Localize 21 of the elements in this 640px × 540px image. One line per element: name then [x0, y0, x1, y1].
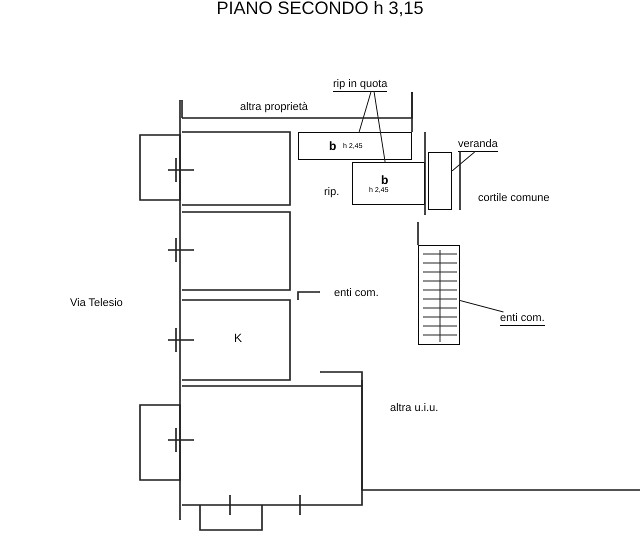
callout-text: rip in quota [333, 78, 388, 92]
area-label: cortile comune [478, 192, 550, 205]
room [298, 132, 412, 160]
room-label: b [381, 173, 388, 187]
plan-title: PIANO SECONDO h 3,15 [215, 2, 425, 15]
room [352, 162, 425, 205]
room-label: b [329, 139, 336, 153]
area-label: enti com. [334, 287, 379, 300]
callout-text: veranda [458, 138, 498, 152]
callout-text: enti com. [500, 312, 545, 326]
area-label: altra u.i.u. [390, 402, 438, 415]
staircase-drawing [418, 245, 460, 345]
leader-line [452, 152, 476, 172]
room-label: K [234, 332, 242, 345]
leader-line [358, 92, 372, 132]
leader-line [460, 300, 504, 312]
area-label: altra proprietà [240, 101, 308, 114]
veranda-area [428, 152, 452, 210]
leader-line [374, 92, 386, 162]
street-name: Via Telesio [70, 297, 123, 310]
room-label: rip. [324, 186, 340, 199]
